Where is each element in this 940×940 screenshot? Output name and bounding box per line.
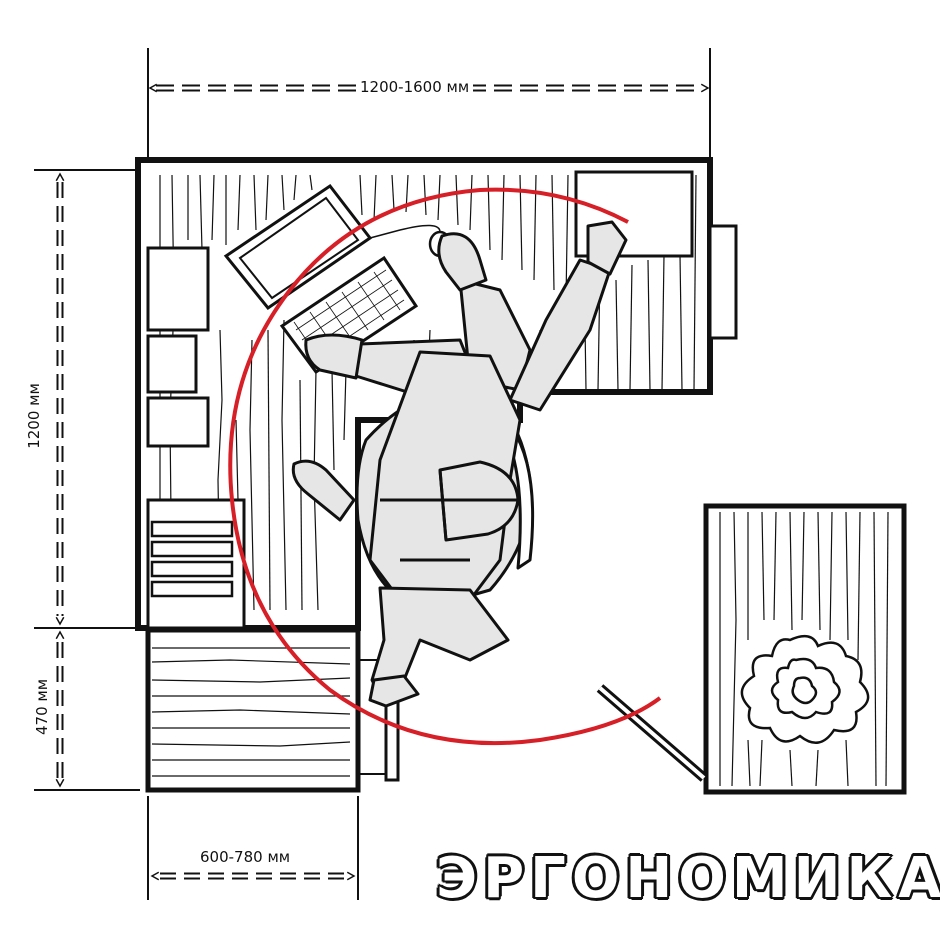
dimension-top-width bbox=[147, 48, 711, 160]
dimension-top-label: 1200-1600 мм bbox=[356, 78, 474, 96]
dimension-left-depth-label: 1200 мм bbox=[24, 379, 43, 453]
dimension-bottom-label: 600-780 мм bbox=[196, 848, 295, 866]
page-title: ЭРГОНОМИКА bbox=[436, 846, 940, 911]
plant-icon bbox=[740, 634, 870, 744]
side-table bbox=[596, 503, 907, 795]
dimension-bottom-width bbox=[147, 796, 359, 900]
person-figure bbox=[291, 220, 628, 708]
reach-zone-arc bbox=[228, 187, 662, 746]
dimension-left-lower-label: 470 мм bbox=[33, 674, 52, 740]
dimension-left-depth bbox=[34, 169, 140, 791]
